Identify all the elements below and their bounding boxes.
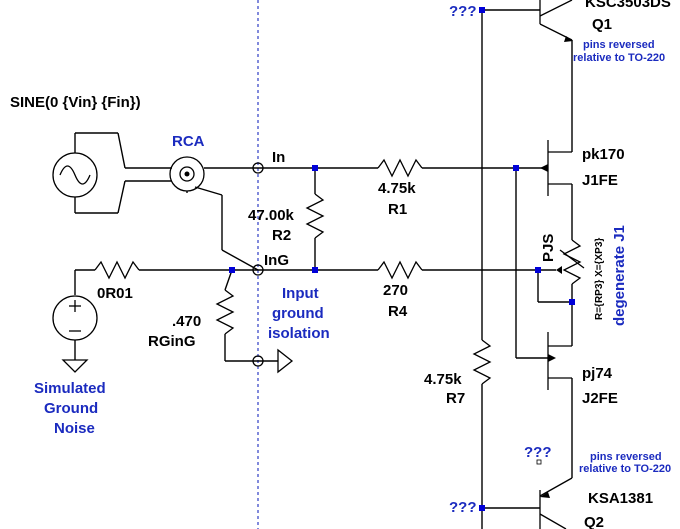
rca-connector-symbol[interactable] (125, 156, 258, 193)
junction-node (479, 505, 485, 511)
r2-name-label: R2 (272, 227, 291, 244)
r7-value-label: 4.75k (424, 371, 462, 388)
net-in-label: In (272, 149, 285, 166)
shield-wire-to-ing (221, 249, 259, 271)
rca-label: RCA (172, 133, 205, 150)
r1-name-label: R1 (388, 201, 407, 218)
noise-label-line3: Noise (54, 420, 95, 437)
junction-node (569, 299, 575, 305)
transistor-q2[interactable] (539, 477, 573, 529)
resistor-r01[interactable] (94, 260, 140, 280)
pot-expr-label: R={RP3} X={XP3} (594, 238, 605, 320)
rging-top-wire (224, 269, 233, 291)
sine-source-symbol[interactable] (52, 132, 126, 214)
rging-value-label: .470 (172, 313, 201, 330)
resistor-rging[interactable] (215, 289, 235, 335)
ground-triangle-icon (277, 348, 294, 374)
r4-name-label: R4 (388, 303, 408, 320)
q2-part-label: KSA1381 (588, 490, 653, 507)
resistor-r2[interactable] (305, 193, 325, 239)
rging-name-label: RGinG (148, 333, 196, 350)
junction-node (312, 165, 318, 171)
junction-node (229, 267, 235, 273)
q1-note-line2: relative to TO-220 (573, 52, 665, 64)
isolation-label-line2: ground (272, 305, 324, 322)
mid-pin-marker (536, 459, 542, 465)
j1-name-label: J1FE (582, 172, 618, 189)
resistor-r7[interactable] (472, 339, 492, 385)
q1-note-line1: pins reversed (583, 39, 655, 51)
jfet-j2[interactable] (547, 332, 572, 390)
source-name-label: SINE(0 {Vin} {Fin}) (10, 94, 141, 111)
q2-name-label: Q2 (584, 514, 604, 529)
noise-label-line1: Simulated (34, 380, 106, 397)
r7-name-label: R7 (446, 390, 465, 407)
isolation-label-line1: Input (282, 285, 319, 302)
resistor-r4[interactable] (377, 260, 423, 280)
pot-note-label: degenerate J1 (611, 225, 628, 326)
jfet-j1[interactable] (540, 140, 572, 196)
pot-pjs[interactable] (556, 239, 585, 285)
resistor-r1[interactable] (377, 158, 423, 178)
j2-part-label: pj74 (582, 365, 613, 382)
net-ing-label: InG (264, 252, 289, 269)
q2-note-line2: relative to TO-220 (579, 463, 671, 475)
j1-part-label: pk170 (582, 146, 625, 163)
shield-wire (194, 186, 223, 196)
transistor-q1[interactable] (539, 0, 573, 42)
unknown-label-mid: ??? (524, 444, 552, 461)
unknown-label-bottom: ??? (449, 499, 477, 516)
junction-node (535, 267, 541, 273)
noise-voltage-source-symbol[interactable] (52, 295, 98, 341)
junction-node (513, 165, 519, 171)
junction-nodes (229, 7, 575, 511)
q1-name-label: Q1 (592, 16, 612, 33)
noise-label-line2: Ground (44, 400, 98, 417)
pot-name-label: PJS (540, 234, 557, 262)
q1-part-label: KSC3503DS (585, 0, 671, 11)
j2-name-label: J2FE (582, 390, 618, 407)
ground-icon (61, 359, 89, 373)
junction-node (312, 267, 318, 273)
junction-node (479, 7, 485, 13)
r4-value-label: 270 (383, 282, 408, 299)
r1-value-label: 4.75k (378, 180, 416, 197)
isolation-label-line3: isolation (268, 325, 330, 342)
r2-value-label: 47.00k (248, 207, 295, 224)
unknown-label-top: ??? (449, 3, 477, 20)
r01-value-label: 0R01 (97, 285, 133, 302)
q2-note-line1: pins reversed (590, 451, 662, 463)
